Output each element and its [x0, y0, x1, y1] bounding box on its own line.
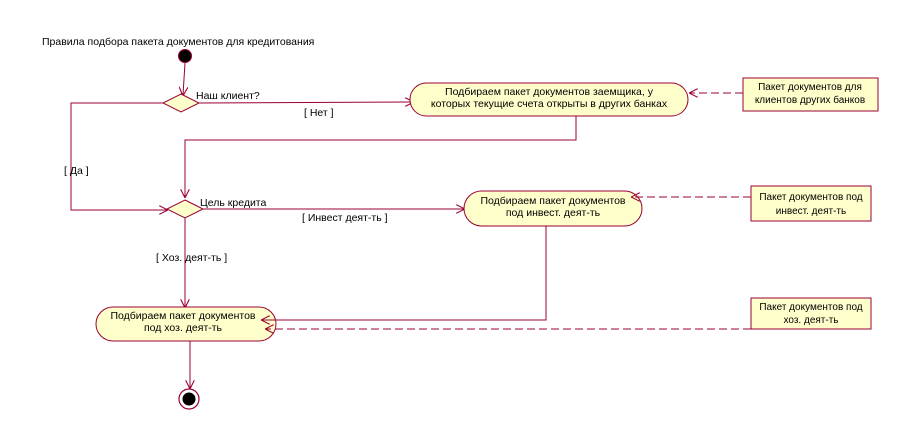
start-node	[178, 49, 192, 63]
guard-business: [ Хоз. деят-ть ]	[156, 252, 227, 264]
decision-client-label: Наш клиент?	[196, 90, 260, 102]
flow-invest-to-business	[262, 226, 547, 320]
decision-purpose-label: Цель кредита	[200, 197, 266, 209]
flow-other-banks-to-purpose	[185, 116, 577, 197]
activity-business-line1: Подбираем пакет документов	[110, 310, 255, 322]
activity-business	[95, 306, 277, 342]
flow-no-to-other-banks	[198, 102, 413, 103]
activity-invest	[463, 190, 643, 227]
decision-client	[161, 93, 201, 113]
flow-yes-to-purpose	[70, 102, 167, 210]
activity-other-banks-line2: которых текущие счета открыты в других б…	[431, 98, 668, 110]
object-business-line1: Пакет документов под	[759, 302, 862, 313]
object-other-banks-line2: клиентов других банков	[755, 94, 865, 106]
end-node-core	[182, 392, 196, 406]
guard-yes: [ Да ]	[64, 165, 89, 177]
guard-invest: [ Инвест деят-ть ]	[302, 212, 388, 224]
object-other-banks	[742, 77, 879, 112]
decision-purpose	[165, 199, 205, 219]
object-invest	[750, 185, 872, 222]
object-invest-line1: Пакет документов под	[759, 192, 862, 203]
diagram-title: Правила подбора пакета документов для кр…	[42, 36, 314, 48]
activity-other-banks	[409, 82, 689, 117]
object-other-banks-line1: Пакет документов для	[758, 82, 862, 93]
object-invest-line2: инвест. деят-ть	[776, 206, 846, 217]
object-business-line2: хоз. деят-ть	[784, 315, 839, 326]
activity-invest-line2: под инвест. деят-ть	[506, 207, 601, 219]
guard-no: [ Нет ]	[304, 107, 334, 119]
activity-other-banks-line1: Подбираем пакет документов заемщика, у	[445, 86, 654, 98]
activity-invest-line1: Подбираем пакет документов	[480, 195, 625, 207]
activity-business-line2: под хоз. деят-ть	[144, 322, 223, 334]
flow-start-to-client	[183, 62, 185, 95]
